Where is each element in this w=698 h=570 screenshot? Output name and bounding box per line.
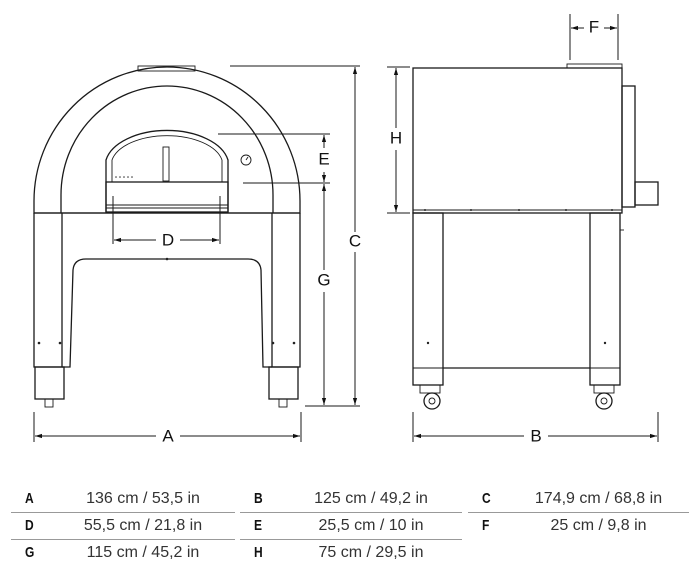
dimension-key: H [254,544,263,561]
dimension-value: 25 cm / 9,8 in [550,517,647,534]
dimension-label-e: E [318,149,329,168]
dimension-key: G [25,544,35,561]
dimension-value: 174,9 cm / 68,8 in [534,490,663,507]
dimension-key: D [25,517,34,534]
table-row: G 115 cm / 45,2 in H 75 cm / 29,5 in [0,540,698,567]
dimension-label-a: A [162,426,174,445]
dimension-key: A [25,490,34,507]
dimension-key: C [482,490,491,507]
dimension-cell-b: B 125 cm / 49,2 in [240,486,462,513]
dimension-label-b: B [530,426,541,445]
dimension-cell-g: G 115 cm / 45,2 in [11,540,235,566]
dimension-label-c: C [349,231,361,250]
dimension-key: B [254,490,263,507]
table-row: D 55,5 cm / 21,8 in E 25,5 cm / 10 in F 25 … [0,513,698,540]
dimension-key: E [254,517,263,534]
dimension-cell-d: D 55,5 cm / 21,8 in [11,513,235,540]
dimension-cell-f: F 25 cm / 9,8 in [468,513,689,539]
table-row: A 136 cm / 53,5 in B 125 cm / 49,2 in C 174… [0,486,698,513]
dimension-cell-c: C 174,9 cm / 68,8 in [468,486,689,513]
dimension-value: 115 cm / 45,2 in [86,544,200,561]
dimension-value: 55,5 cm / 21,8 in [83,517,203,534]
dimension-label-g: G [317,270,330,289]
dimension-label-d: D [162,230,174,249]
oven-technical-drawing: C E G D A [33,14,659,445]
front-view [33,65,301,408]
dimension-label-f: F [589,17,599,36]
side-dimensions: H F B [387,14,659,445]
dimension-key: F [482,517,490,534]
dimension-cell-h: H 75 cm / 29,5 in [240,540,462,566]
dimension-value: 125 cm / 49,2 in [314,490,428,507]
front-dimensions: C E G D A [33,65,361,445]
dimension-value: 136 cm / 53,5 in [86,490,200,507]
side-view [412,63,659,410]
dimension-value: 25,5 cm / 10 in [318,517,424,534]
dimension-label-h: H [390,128,402,147]
dimension-cell-a: A 136 cm / 53,5 in [11,486,235,513]
dimension-cell-e: E 25,5 cm / 10 in [240,513,462,540]
dimension-value: 75 cm / 29,5 in [318,544,424,561]
